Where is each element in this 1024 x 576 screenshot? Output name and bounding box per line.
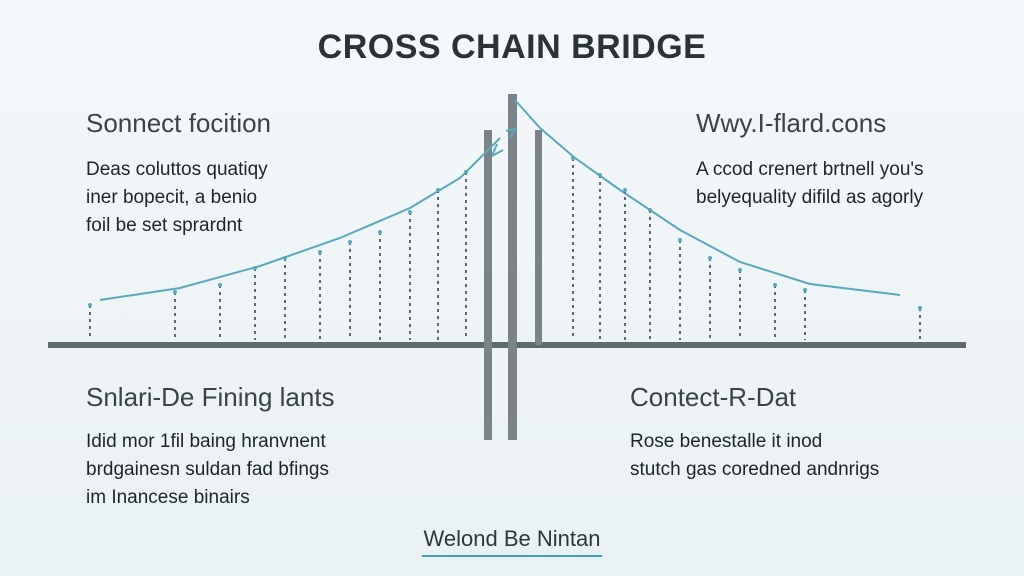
text-top-left: Deas coluttos quatiqy iner bopecit, a be…: [86, 156, 268, 240]
left-tick-dot-3: [253, 266, 257, 270]
left-arrow-icon: [491, 143, 504, 157]
bridge-pillar-center: [508, 94, 517, 440]
left-tick-dot-2: [218, 283, 222, 287]
text-line: Rose benestalle it inod: [630, 431, 823, 452]
text-line: A ccod crenert brtnell you's: [696, 159, 924, 180]
footer-caption: Welond Be Nintan: [0, 526, 1024, 557]
left-tick-dot-10: [464, 170, 468, 174]
text-line: iner bopecit, a benio: [86, 187, 258, 208]
left-tick-dot-0: [88, 303, 92, 307]
text-line: belyequality difild as agorly: [696, 187, 924, 208]
text-line: foil be set sprardnt: [86, 215, 243, 236]
text-line: stutch gas coredned andnrigs: [630, 459, 880, 480]
right-tick-dot-2: [623, 188, 627, 192]
left-tick-dot-5: [318, 250, 322, 254]
right-arrow-icon: [505, 127, 517, 139]
right-tick-dot-6: [738, 268, 742, 272]
text-top-right: A ccod crenert brtnell you's belyequalit…: [696, 156, 924, 212]
left-curve: [99, 137, 501, 301]
right-tick-group: [571, 156, 922, 340]
bridge-pillar-right: [535, 130, 542, 345]
left-tick-dot-9: [436, 188, 440, 192]
text-bottom-right: Rose benestalle it inod stutch gas cored…: [630, 428, 879, 484]
text-line: im Inancese binairs: [86, 487, 250, 508]
heading-top-right: Wwy.I-flard.cons: [696, 108, 887, 138]
left-tick-group: [88, 170, 468, 340]
right-tick-dot-7: [773, 283, 777, 287]
heading-top-left: Sonnect focition: [86, 108, 272, 138]
bridge-pillar-left: [484, 130, 492, 440]
right-tick-dot-4: [678, 238, 682, 242]
right-tick-dot-0: [571, 156, 575, 160]
heading-bottom-right: Contect-R-Dat: [630, 382, 797, 412]
right-tick-dot-5: [708, 256, 712, 260]
footer-caption-text: Welond Be Nintan: [421, 526, 603, 557]
left-tick-dot-7: [378, 230, 382, 234]
heading-bottom-left: Snlari-De Fining lants: [86, 382, 335, 412]
page-title: CROSS CHAIN BRIDGE: [317, 28, 707, 66]
right-tick-dot-8: [803, 288, 807, 292]
left-tick-dot-6: [348, 240, 352, 244]
right-tick-dot-9: [918, 306, 922, 310]
text-bottom-left: Idid mor 1fil baing hranvnent brdgainesn…: [86, 428, 329, 512]
right-tick-dot-1: [598, 173, 602, 177]
left-tick-dot-4: [283, 256, 287, 260]
right-tick-dot-3: [648, 208, 652, 212]
left-tick-dot-8: [408, 210, 412, 214]
text-line: Deas coluttos quatiqy: [86, 159, 268, 180]
text-line: brdgainesn suldan fad bfings: [86, 459, 329, 480]
text-line: Idid mor 1fil baing hranvnent: [86, 431, 326, 452]
left-tick-dot-1: [173, 290, 177, 294]
